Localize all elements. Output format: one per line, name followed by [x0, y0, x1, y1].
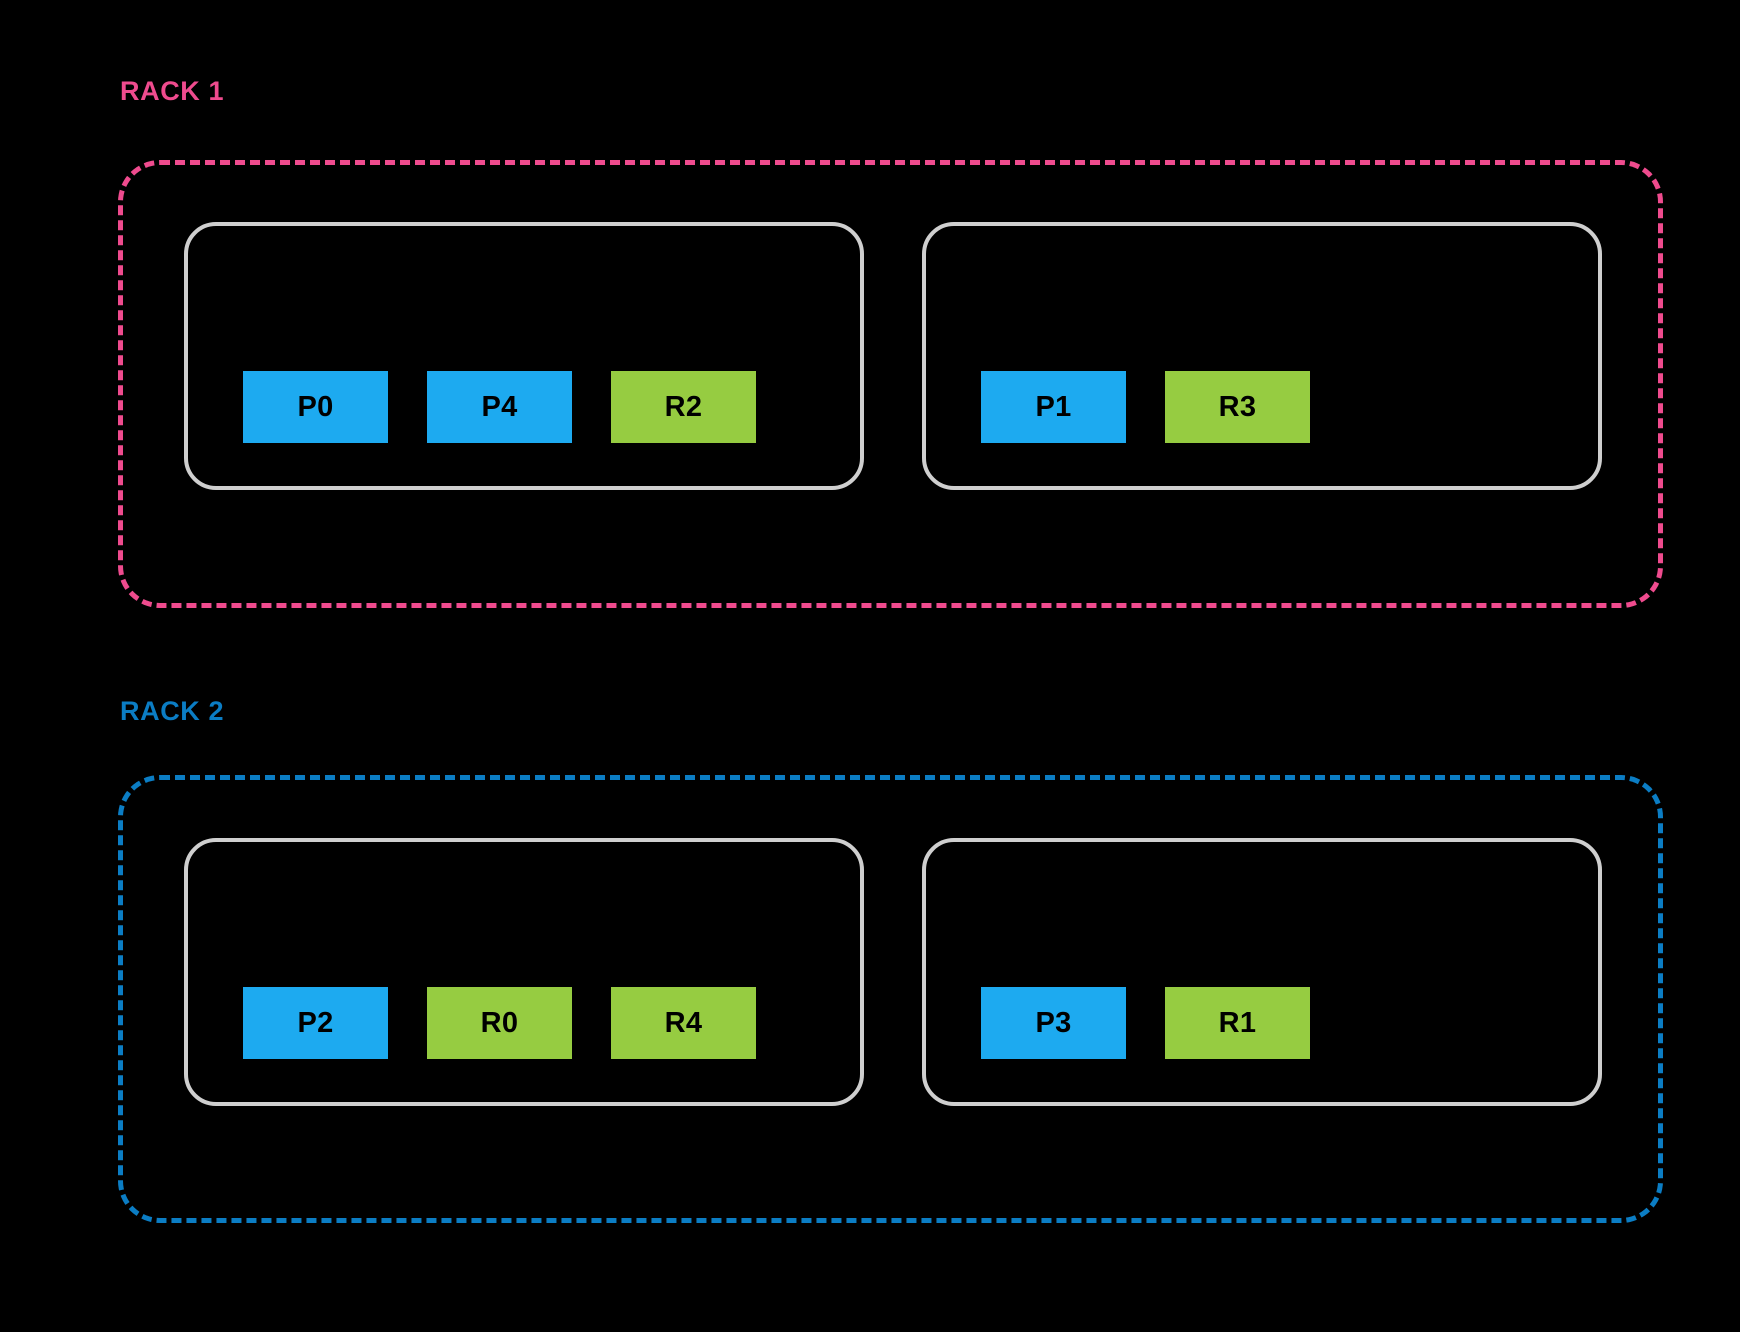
rack-1-label: RACK 1	[120, 76, 225, 106]
chip-p2[interactable]: P2	[243, 987, 388, 1059]
rack-1-boundary	[118, 160, 1663, 608]
chip-r1[interactable]: R1	[1165, 987, 1310, 1059]
rack-1-node-2-slots: P1 R3	[926, 371, 1310, 486]
rack-2-node-2[interactable]: P3 R1	[922, 838, 1602, 1106]
rack-2-node-1-slots: P2 R0 R4	[188, 987, 756, 1102]
chip-r3[interactable]: R3	[1165, 371, 1310, 443]
rack-2-node-1[interactable]: P2 R0 R4	[184, 838, 864, 1106]
rack-1-node-1-slots: P0 P4 R2	[188, 371, 756, 486]
rack-2-boundary	[118, 775, 1663, 1223]
chip-p3[interactable]: P3	[981, 987, 1126, 1059]
chip-p0[interactable]: P0	[243, 371, 388, 443]
chip-p4[interactable]: P4	[427, 371, 572, 443]
rack-1-node-1[interactable]: P0 P4 R2	[184, 222, 864, 490]
chip-r0[interactable]: R0	[427, 987, 572, 1059]
rack-2-label: RACK 2	[120, 696, 225, 726]
chip-r2[interactable]: R2	[611, 371, 756, 443]
chip-p1[interactable]: P1	[981, 371, 1126, 443]
rack-1-node-2[interactable]: P1 R3	[922, 222, 1602, 490]
rack-2-node-2-slots: P3 R1	[926, 987, 1310, 1102]
chip-r4[interactable]: R4	[611, 987, 756, 1059]
